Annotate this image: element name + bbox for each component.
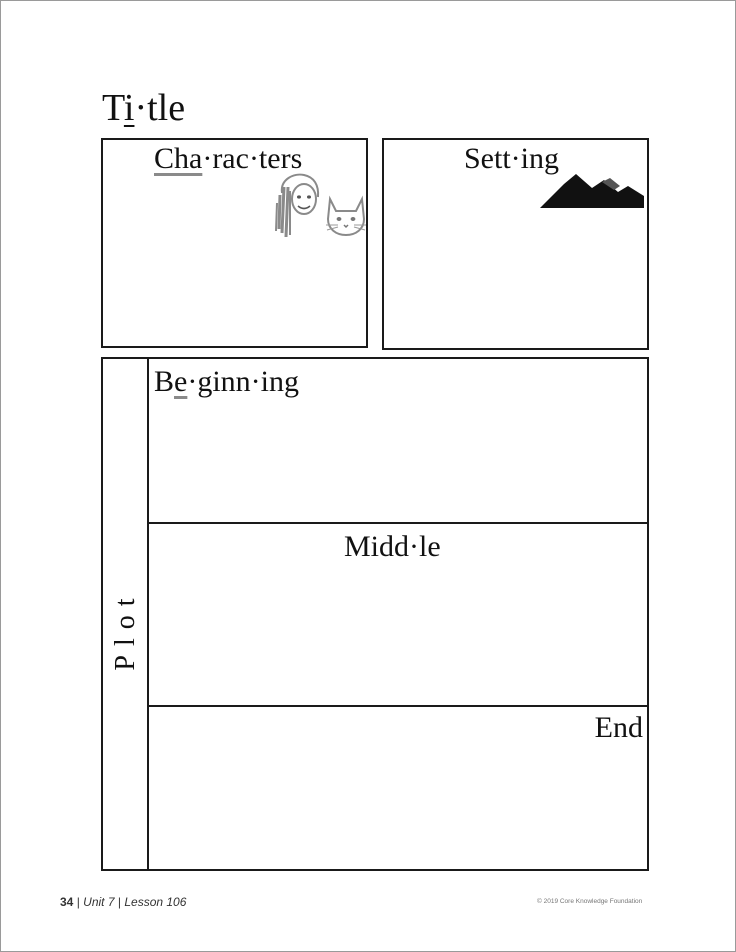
page-title: Ti·tle	[102, 86, 185, 130]
copyright: © 2019 Core Knowledge Foundation	[537, 898, 642, 905]
page-number: 34	[60, 895, 73, 909]
mountains-icon	[540, 172, 644, 210]
end-section[interactable]: End	[149, 707, 647, 869]
characters-box[interactable]: Cha·rac·ters	[101, 138, 368, 348]
setting-label: Sett·ing	[464, 142, 559, 176]
unit-label: Unit 7	[83, 895, 114, 909]
girl-face-icon	[274, 173, 324, 241]
beginning-label: Be·ginn·ing	[154, 365, 299, 399]
characters-label: Cha·rac·ters	[154, 142, 302, 176]
beginning-section[interactable]: Be·ginn·ing	[149, 359, 647, 522]
footer-page-info: 34 | Unit 7 | Lesson 106	[60, 895, 186, 909]
setting-box[interactable]: Sett·ing	[382, 138, 649, 350]
footer-separator-2: |	[118, 895, 121, 909]
cat-face-icon	[324, 195, 368, 237]
middle-label: Midd·le	[344, 530, 441, 564]
end-label: End	[595, 711, 643, 745]
footer-separator: |	[77, 895, 80, 909]
lesson-label: Lesson 106	[124, 895, 186, 909]
middle-section[interactable]: Midd·le	[149, 524, 647, 705]
